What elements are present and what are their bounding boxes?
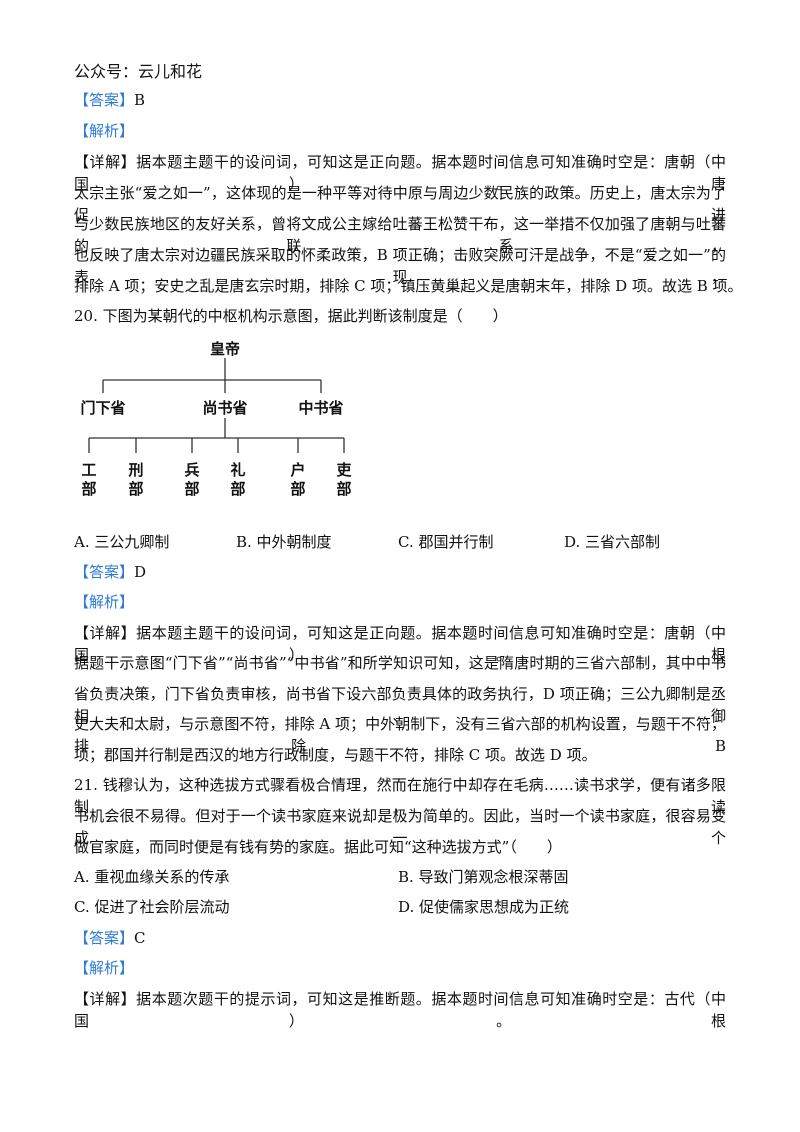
detail-tag: 【详解】 <box>74 990 137 1008</box>
q19-answer: 【答案】B <box>74 89 145 111</box>
q20-answer: 【答案】D <box>74 561 146 583</box>
q19-detail-line: 【详解】据本题主题干的设问词，可知这是正向题。据本题时间信息可知准确时空是：唐朝… <box>74 151 726 195</box>
org-chart-diagram: 皇帝 门下省 尚书省 中书省 工 部 刑 部 兵 部 礼 部 户 部 吏 部 <box>80 340 352 498</box>
q21-answer: 【答案】C <box>74 927 146 949</box>
detail-text: 据本题次题干的提示词，可知这是推断题。据本题时间信息可知准确时空是：古代（中国）… <box>74 990 726 1030</box>
detail-text: 据本题主题干的设问词，可知这是正向题。据本题时间信息可知准确时空是：唐朝（中国）… <box>74 153 726 193</box>
q20-option-a: A. 三公九卿制 <box>74 533 170 551</box>
q20-detail-line: 项；郡国并行制是西汉的地方行政制度，与题干不符，排除 C 项。故选 D 项。 <box>74 746 597 764</box>
q21-option-a: A. 重视血缘关系的传承 <box>74 868 230 886</box>
detail-tag: 【详解】 <box>74 624 137 642</box>
q21-option-b: B. 导致门第观念根深蒂固 <box>398 868 569 886</box>
q20-detail-line: 史大夫和太尉，与示意图不符，排除 A 项；中外朝制下，没有三省六部的机构设置，与… <box>74 715 726 755</box>
node-emperor: 皇帝 <box>210 340 240 358</box>
q19-detail-line: 排除 A 项；安史之乱是唐玄宗时期，排除 C 项；镇压黄巢起义是唐朝末年，排除 … <box>74 277 743 295</box>
node-libu-1: 吏 <box>336 461 352 479</box>
node-zhongshu: 中书省 <box>298 399 343 417</box>
answer-tag: 【答案】 <box>74 929 135 947</box>
q19-analysis-tag: 【解析】 <box>74 122 135 140</box>
q21-stem-line: 书机会很不易得。但对于一个读书家庭来说却是极为简单的。因此，当时一个读书家庭，很… <box>74 807 726 847</box>
q19-detail-line: 与少数民族地区的友好关系，曾将文成公主嫁给吐蕃王松赞干布，这一举措不仅加强了唐朝… <box>74 215 726 255</box>
answer-tag: 【答案】 <box>74 91 135 109</box>
node-menxia: 门下省 <box>80 399 125 417</box>
q21-detail-line: 【详解】据本题次题干的提示词，可知这是推断题。据本题时间信息可知准确时空是：古代… <box>74 988 726 1032</box>
node-xing-1: 刑 <box>128 461 143 479</box>
node-gong-2: 部 <box>81 480 96 498</box>
q20-option-d: D. 三省六部制 <box>564 533 661 551</box>
answer-tag: 【答案】 <box>74 563 135 581</box>
detail-text: 据本题主题干的设问词，可知这是正向题。据本题时间信息可知准确时空是：唐朝（中国）… <box>74 624 726 664</box>
q21-analysis-tag: 【解析】 <box>74 959 135 977</box>
q20-option-b: B. 中外朝制度 <box>236 533 332 551</box>
q21-stem-line: 21. 钱穆认为，这种选拔方式骤看极合情理，然而在施行中却存在毛病……读书求学，… <box>74 776 726 816</box>
node-hu-1: 户 <box>290 461 305 479</box>
node-shangshu: 尚书省 <box>202 399 247 417</box>
q21-stem-line: 做官家庭，而同时便是有钱有势的家庭。据此可知“这种选拔方式”（ ） <box>74 838 562 856</box>
q20-stem: 20. 下图为某朝代的中枢机构示意图，据此判断该制度是（ ） <box>74 307 508 325</box>
node-li-1: 礼 <box>230 461 245 479</box>
answer-value: D <box>134 563 147 581</box>
answer-value: B <box>134 91 146 109</box>
answer-value: C <box>134 929 146 947</box>
node-libu-2: 部 <box>336 480 351 498</box>
node-hu-2: 部 <box>290 480 305 498</box>
node-xing-2: 部 <box>128 480 143 498</box>
q19-detail-line: 也反映了唐太宗对边疆民族采取的怀柔政策，B 项正确；击败突厥可汗是战争，不是“爱… <box>74 246 726 286</box>
node-gong-1: 工 <box>81 461 96 479</box>
q20-detail-line: 【详解】据本题主题干的设问词，可知这是正向题。据本题时间信息可知准确时空是：唐朝… <box>74 622 726 666</box>
watermark: 公众号：云儿和花 <box>74 62 203 81</box>
q21-option-d: D. 促使儒家思想成为正统 <box>398 898 570 916</box>
q19-detail-line: 太宗主张“爱之如一”，这体现的是一种平等对待中原与周边少数民族的政策。历史上，唐… <box>74 184 726 224</box>
detail-tag: 【详解】 <box>74 153 137 171</box>
q20-option-c: C. 郡国并行制 <box>398 533 494 551</box>
node-bing-1: 兵 <box>184 461 199 479</box>
node-bing-2: 部 <box>184 480 199 498</box>
q20-detail-line: 省负责决策，门下省负责审核，尚书省下设六部负责具体的政务执行，D 项正确；三公九… <box>74 685 726 725</box>
node-li-2: 部 <box>230 480 245 498</box>
q20-detail-line: 据题干示意图“门下省”“尚书省”“中书省”和所学知识可知，这是隋唐时期的三省六部… <box>74 654 726 672</box>
q20-analysis-tag: 【解析】 <box>74 593 135 611</box>
q21-option-c: C. 促进了社会阶层流动 <box>74 898 230 916</box>
